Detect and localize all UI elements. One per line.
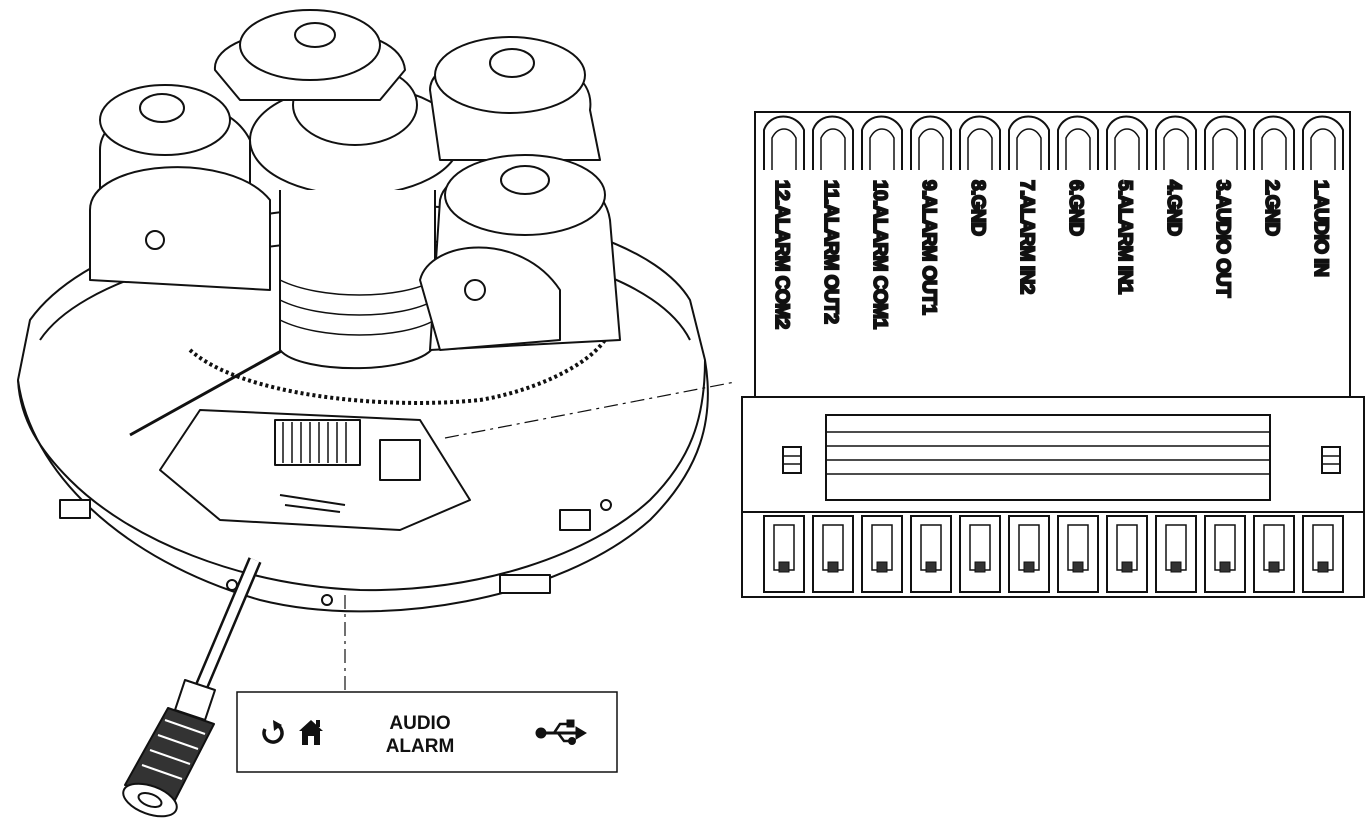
network-cable-core xyxy=(195,558,260,692)
terminal-top-clip-inner xyxy=(918,128,944,170)
terminal-label-housing xyxy=(754,111,1351,398)
terminal-socket-contact xyxy=(1170,561,1182,573)
reset-icon xyxy=(262,720,284,744)
base-screw xyxy=(321,594,333,606)
base-notch xyxy=(559,509,591,531)
leader-lines xyxy=(344,381,736,690)
terminal-top-clip-inner xyxy=(1261,128,1287,170)
pin-label: 3.AUDIO OUT xyxy=(1212,180,1233,298)
cable-connector xyxy=(122,679,216,818)
terminal-top-clip-inner xyxy=(1065,128,1091,170)
sensor-head-back-center xyxy=(213,9,406,101)
pin-label: 1.AUDIO IN xyxy=(1310,180,1331,276)
terminal-socket-contact xyxy=(1023,561,1035,573)
pin-label: 9.ALARM OUT1 xyxy=(918,180,939,315)
terminal-top-clip xyxy=(1008,115,1050,170)
terminal-top-clip xyxy=(812,115,854,170)
terminal-socket-contact xyxy=(925,561,937,573)
terminal-socket-contact xyxy=(974,561,986,573)
terminal-top-clip-inner xyxy=(967,128,993,170)
terminal-top-clip xyxy=(1253,115,1295,170)
terminal-top-clip-inner xyxy=(1310,128,1336,170)
terminal-block-slot xyxy=(825,414,1271,501)
sensor-pivot-screw xyxy=(145,230,165,250)
leader-line-terminal xyxy=(444,381,736,439)
factory-default-icon xyxy=(299,720,323,745)
gear-ring xyxy=(188,329,612,405)
pin-label: 6.GND xyxy=(1065,180,1086,236)
terminal-top-clip xyxy=(1204,115,1246,170)
pin-label: 5.ALARM IN1 xyxy=(1114,180,1135,295)
pin-label: 12.ALARM COM2 xyxy=(771,180,792,329)
terminal-top-clip-inner xyxy=(820,128,846,170)
base-notch xyxy=(59,499,91,519)
terminal-top-clip-inner xyxy=(1114,128,1140,170)
pin-label: 7.ALARM IN2 xyxy=(1016,180,1037,294)
pin-label: 8.GND xyxy=(967,180,988,236)
terminal-socket-contact xyxy=(1317,561,1329,573)
terminal-socket-contact xyxy=(827,561,839,573)
terminal-socket-contact xyxy=(876,561,888,573)
terminal-top-clip xyxy=(861,115,903,170)
pin-label: 11.ALARM OUT2 xyxy=(820,180,841,323)
pin-label: 4.GND xyxy=(1163,180,1184,236)
sensor-head-front-right xyxy=(419,154,621,351)
multi-sensor-dome-camera xyxy=(17,9,709,818)
base-screw xyxy=(600,499,612,511)
terminal-socket-contact xyxy=(1072,561,1084,573)
camera-side-label xyxy=(279,494,346,513)
terminal-socket-contact xyxy=(1121,561,1133,573)
lens-body-rib xyxy=(279,319,436,336)
terminal-block-on-camera xyxy=(274,419,361,466)
port-panel-label-alarm: ALARM xyxy=(386,736,455,757)
terminal-top-clip-inner xyxy=(1016,128,1042,170)
base-notch xyxy=(499,574,551,594)
terminal-top-clip-inner xyxy=(1212,128,1238,170)
lens-body-rib xyxy=(279,299,436,316)
terminal-top-clip xyxy=(1155,115,1197,170)
terminal-top-clip xyxy=(910,115,952,170)
terminal-socket-contact xyxy=(778,561,790,573)
terminal-socket-contact xyxy=(1268,561,1280,573)
terminal-socket-contact xyxy=(1219,561,1231,573)
latch-left xyxy=(782,446,802,474)
latch-right xyxy=(1321,446,1341,474)
pin-label: 2.GND xyxy=(1261,180,1282,236)
terminal-block-detail: 12.ALARM COM2 11.ALARM OUT2 10.ALARM COM1 9… xyxy=(741,111,1365,598)
port-panel-label-audio: AUDIO xyxy=(389,713,450,734)
center-lens-body xyxy=(279,190,436,370)
terminal-top-clip-inner xyxy=(1163,128,1189,170)
usb-port-on-camera xyxy=(379,439,421,481)
port-panel: AUDIO ALARM xyxy=(236,691,618,773)
sensor-head-back-right xyxy=(429,36,601,161)
terminal-top-clip-inner xyxy=(869,128,895,170)
terminal-top-clip xyxy=(959,115,1001,170)
terminal-top-clip-inner xyxy=(771,128,797,170)
terminal-top-clip xyxy=(1057,115,1099,170)
usb-icon xyxy=(535,719,587,745)
terminal-top-clip xyxy=(1302,115,1344,170)
terminal-top-clip xyxy=(1106,115,1148,170)
sensor-head-back-left xyxy=(89,84,271,291)
pin-label: 10.ALARM COM1 xyxy=(869,180,890,330)
terminal-top-clip xyxy=(763,115,805,170)
camera-base-rim xyxy=(17,359,706,592)
